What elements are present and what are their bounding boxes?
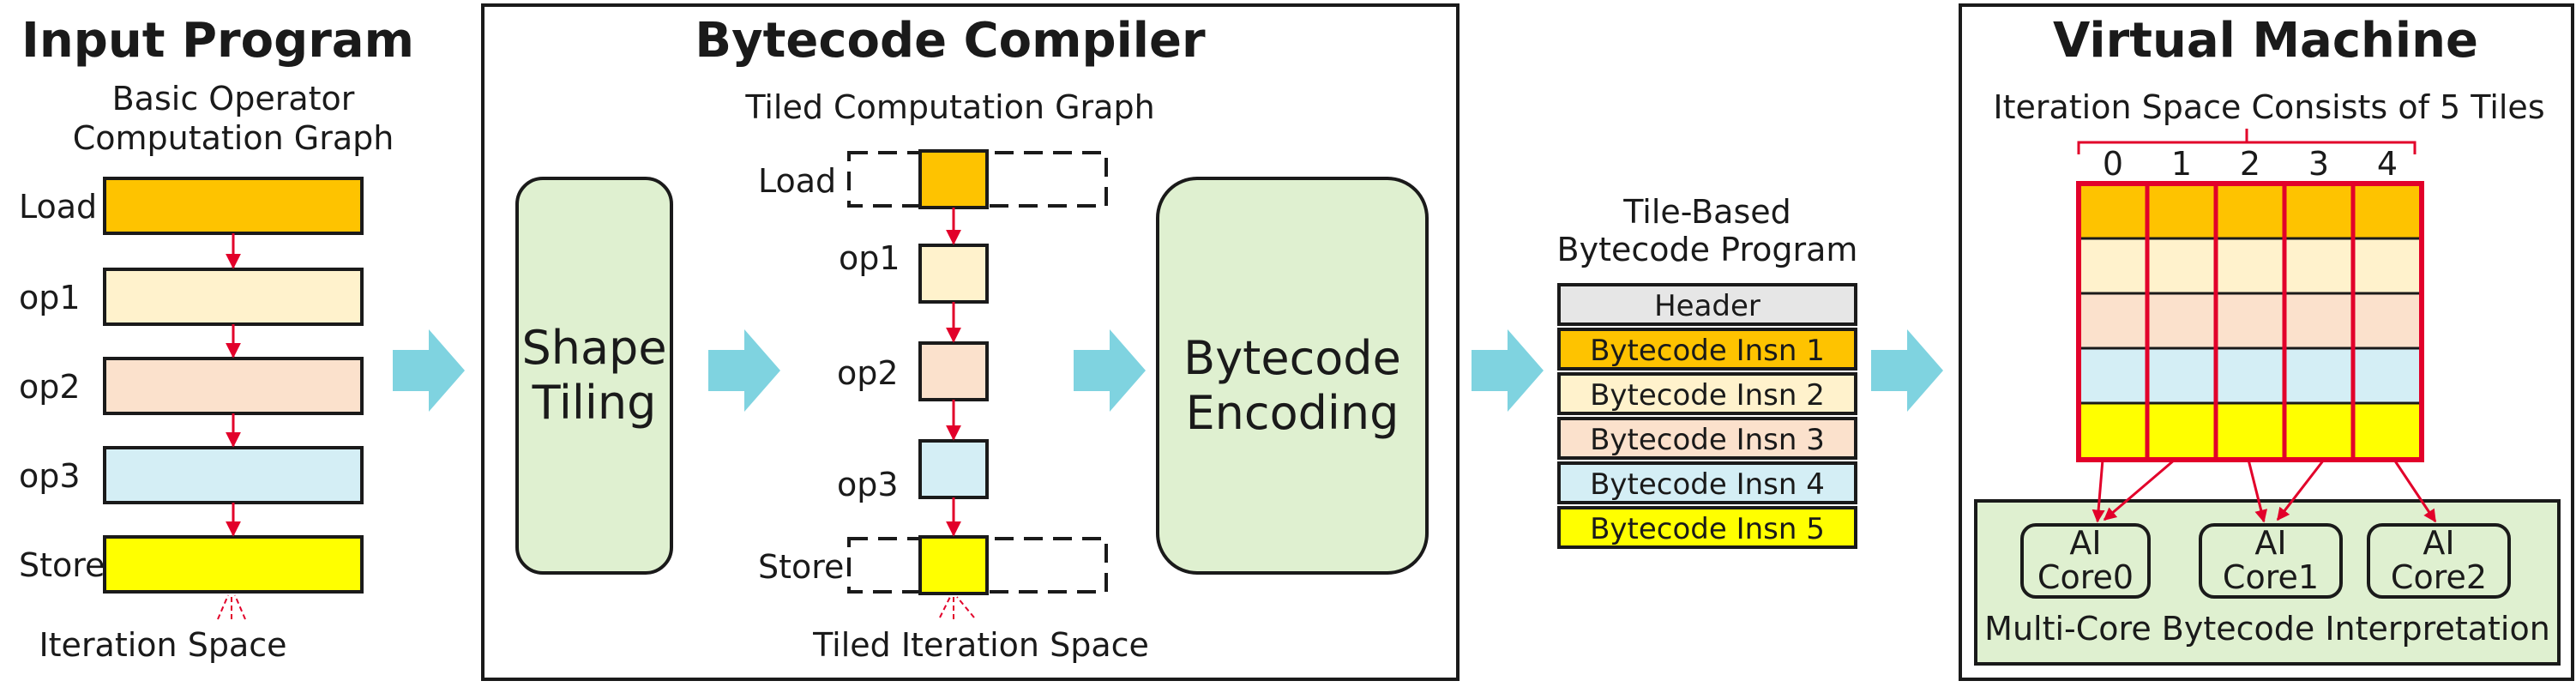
tile-grid [2076,181,2424,462]
ai-core1-line2: Core1 [2223,558,2319,596]
tiled-iteration-label: Tiled Iteration Space [812,626,1149,664]
bytecode-encoding-box [1156,177,1429,575]
store-op-box [103,535,364,594]
ai-core2-line1: AI [2423,524,2454,562]
ai-core0-line1: AI [2069,524,2101,562]
op2-box [103,357,364,415]
compiler-title: Bytecode Compiler [695,13,1206,69]
input-program-section: Input Program Basic Operator Computation… [19,13,414,664]
graph-subtitle-line2: Computation Graph [73,119,394,157]
insn1-row [1557,328,1857,371]
grid-row-op1 [2079,238,2422,293]
grid-row-op2 [2079,293,2422,348]
flow-arrow-2 [708,329,780,412]
iteration-space-indicator [217,594,246,620]
op1-label: op1 [19,279,81,316]
bytecode-program-section: Tile-Based Bytecode Program Header Bytec… [1557,193,1858,549]
load-op-box [103,177,364,235]
insn2-row [1557,372,1857,415]
program-title-line2: Bytecode Program [1557,231,1858,268]
tiled-graph-label: Tiled Computation Graph [744,88,1154,126]
insn2-label: Bytecode Insn 2 [1590,378,1825,413]
tiled-op2-label: op2 [837,354,899,392]
vm-title: Virtual Machine [2053,13,2478,69]
shape-tiling-line1: Shape [521,321,666,375]
tiled-store-label: Store [758,548,844,586]
tile-grid-border [2076,181,2424,462]
vm-iteration-label: Iteration Space Consists of 5 Tiles [1993,88,2544,126]
flow-arrow-4 [1472,329,1544,412]
input-program-title: Input Program [21,13,414,69]
tile-index-labels: 0 1 2 3 4 [2103,145,2398,183]
ai-core0-line2: Core0 [2037,558,2134,596]
flow-arrow-3 [1074,329,1146,412]
grid-row-load [2079,184,2422,238]
load-op-label: Load [19,188,97,226]
program-header-label: Header [1654,289,1760,323]
tiled-op3-box [918,439,989,499]
op3-box [103,446,364,504]
op1-box [103,268,364,326]
insn4-label: Bytecode Insn 4 [1590,467,1825,502]
tiled-load-box [918,149,989,209]
flow-arrow-5 [1871,329,1943,412]
shape-tiling-line2: Tiling [532,376,657,430]
ai-core1-line1: AI [2254,524,2286,562]
bytecode-compiler-section: Bytecode Compiler Tiled Computation Grap… [481,3,1460,681]
op2-label: op2 [19,368,81,406]
interpretation-label: Multi-Core Bytecode Interpretation [1984,610,2550,648]
program-title-line1: Tile-Based [1622,193,1791,231]
tile-index-3: 3 [2308,145,2329,183]
tile-index-1: 1 [2171,145,2192,183]
insn5-label: Bytecode Insn 5 [1590,512,1825,546]
insn3-label: Bytecode Insn 3 [1590,423,1825,457]
flow-arrow-1 [393,329,465,412]
encoding-line1: Bytecode [1183,331,1401,385]
insn4-row [1557,461,1857,504]
ai-core2-box [2367,523,2511,599]
tiled-store-box [918,535,989,595]
tile-index-2: 2 [2240,145,2260,183]
store-op-label: Store [19,546,105,584]
ai-core2-line2: Core2 [2391,558,2487,596]
encoding-line2: Encoding [1186,386,1399,440]
tiled-op1-label: op1 [839,239,900,277]
program-header-row [1557,283,1857,326]
tiled-load-label: Load [758,162,836,200]
tiled-op2-box [918,341,989,401]
tile-dispatch-arrows [2091,458,2437,523]
tile-index-0: 0 [2103,145,2123,183]
iteration-space-label: Iteration Space [39,626,286,664]
ai-core1-box [2199,523,2343,599]
insn1-label: Bytecode Insn 1 [1590,334,1825,368]
insn3-row [1557,417,1857,460]
shape-tiling-box [515,177,673,575]
tile-column-dividers [2145,184,2356,460]
tiled-iteration-indicator [939,596,975,619]
insn5-row [1557,506,1857,549]
tiled-op1-box [918,244,989,304]
tile-bracket [2077,129,2417,154]
grid-row-store [2079,403,2422,460]
virtual-machine-section: Virtual Machine Iteration Space Consists… [1959,3,2574,681]
ai-core0-box [2020,523,2151,599]
op3-label: op3 [19,457,81,495]
graph-subtitle-line1: Basic Operator [112,80,355,118]
tiled-op3-label: op3 [837,466,899,503]
tile-index-4: 4 [2377,145,2398,183]
grid-lines [2079,237,2422,405]
grid-row-op3 [2079,348,2422,403]
